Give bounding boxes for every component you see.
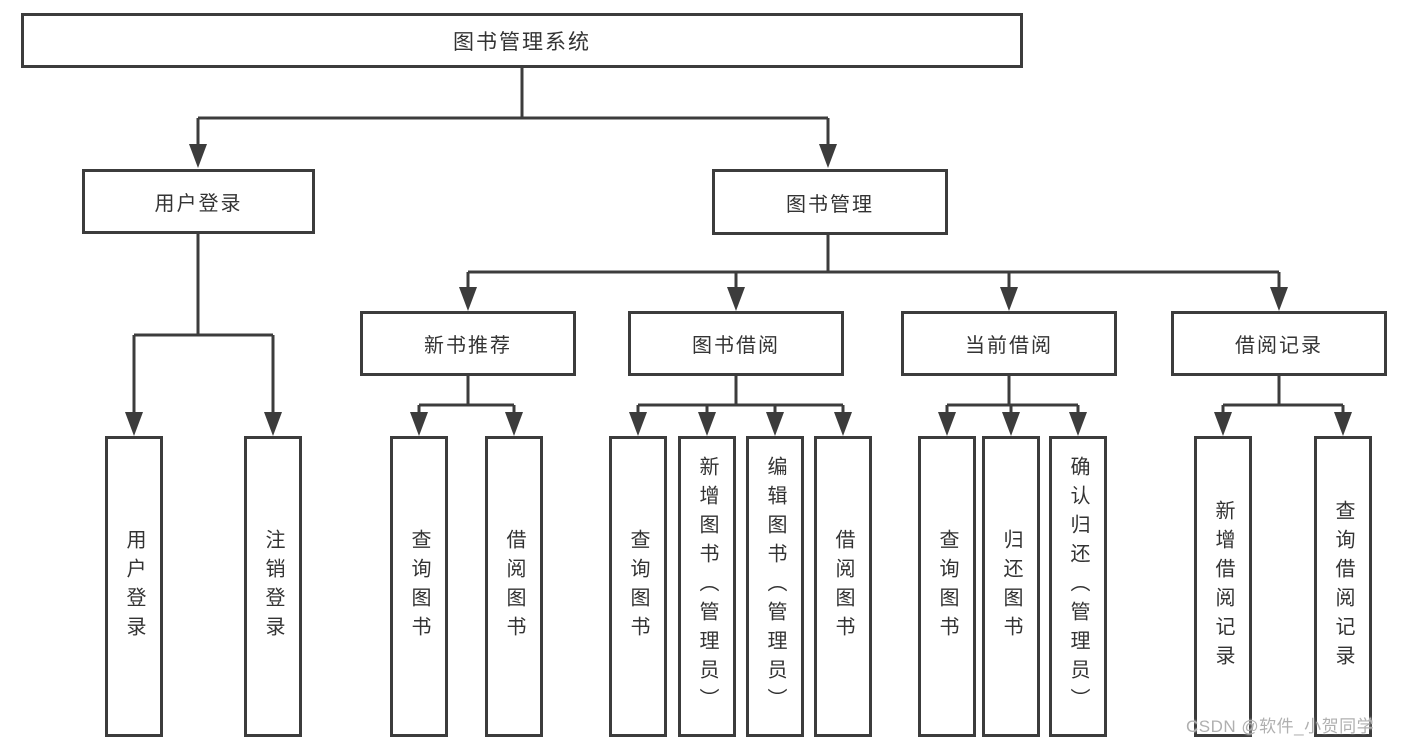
arrowhead-icon bbox=[1334, 412, 1352, 436]
arrowhead-icon bbox=[698, 412, 716, 436]
arrowhead-icon bbox=[410, 412, 428, 436]
arrowhead-icon bbox=[505, 412, 523, 436]
leaf-label: 归还图书 bbox=[1000, 528, 1022, 645]
leaf-query-borrow-record: 查询借阅记录 bbox=[1314, 436, 1372, 737]
leaf-edit-books-admin: 编辑图书（管理员） bbox=[746, 436, 804, 737]
arrowhead-icon bbox=[629, 412, 647, 436]
leaf-query-books-current: 查询图书 bbox=[918, 436, 976, 737]
connector-arrowheads bbox=[125, 144, 1352, 436]
arrowhead-icon bbox=[125, 412, 143, 436]
node-library-management-system: 图书管理系统 bbox=[21, 13, 1023, 68]
leaf-label: 新增借阅记录 bbox=[1212, 499, 1234, 674]
leaf-label: 查询图书 bbox=[936, 528, 958, 645]
leaf-label: 查询图书 bbox=[408, 528, 430, 645]
leaf-label: 新增图书（管理员） bbox=[696, 456, 718, 717]
arrowhead-icon bbox=[264, 412, 282, 436]
node-current-borrowing: 当前借阅 bbox=[901, 311, 1117, 376]
node-new-book-recommend: 新书推荐 bbox=[360, 311, 576, 376]
node-borrowing-records: 借阅记录 bbox=[1171, 311, 1387, 376]
node-book-borrowing: 图书借阅 bbox=[628, 311, 844, 376]
leaf-query-books-recommend: 查询图书 bbox=[390, 436, 448, 737]
watermark: CSDN @软件_小贺同学 bbox=[1186, 717, 1375, 736]
arrowhead-icon bbox=[834, 412, 852, 436]
leaf-label: 用户登录 bbox=[123, 528, 145, 645]
arrowhead-icon bbox=[1270, 287, 1288, 311]
leaf-label: 确认归还（管理员） bbox=[1067, 456, 1089, 717]
arrowhead-icon bbox=[727, 287, 745, 311]
arrowhead-icon bbox=[1000, 287, 1018, 311]
leaf-label: 注销登录 bbox=[262, 528, 284, 645]
leaf-user-login: 用户登录 bbox=[105, 436, 163, 737]
leaf-label: 查询借阅记录 bbox=[1332, 499, 1354, 674]
arrowhead-icon bbox=[1002, 412, 1020, 436]
arrowhead-icon bbox=[766, 412, 784, 436]
arrowhead-icon bbox=[1214, 412, 1232, 436]
arrowhead-icon bbox=[1069, 412, 1087, 436]
arrowhead-icon bbox=[819, 144, 837, 168]
leaf-label: 查询图书 bbox=[627, 528, 649, 645]
leaf-confirm-return-admin: 确认归还（管理员） bbox=[1049, 436, 1107, 737]
leaf-label: 借阅图书 bbox=[503, 528, 525, 645]
leaf-return-books: 归还图书 bbox=[982, 436, 1040, 737]
leaf-add-borrow-record: 新增借阅记录 bbox=[1194, 436, 1252, 737]
connector-path bbox=[132, 68, 1345, 416]
leaf-add-books-admin: 新增图书（管理员） bbox=[678, 436, 736, 737]
leaf-logout: 注销登录 bbox=[244, 436, 302, 737]
node-book-management: 图书管理 bbox=[712, 169, 948, 235]
arrowhead-icon bbox=[459, 287, 477, 311]
leaf-query-books-borrowing: 查询图书 bbox=[609, 436, 667, 737]
leaf-label: 借阅图书 bbox=[832, 528, 854, 645]
leaf-borrow-books-borrowing: 借阅图书 bbox=[814, 436, 872, 737]
arrowhead-icon bbox=[938, 412, 956, 436]
leaf-borrow-books-recommend: 借阅图书 bbox=[485, 436, 543, 737]
leaf-label: 编辑图书（管理员） bbox=[764, 456, 786, 717]
arrowhead-icon bbox=[189, 144, 207, 168]
node-user-login: 用户登录 bbox=[82, 169, 315, 234]
